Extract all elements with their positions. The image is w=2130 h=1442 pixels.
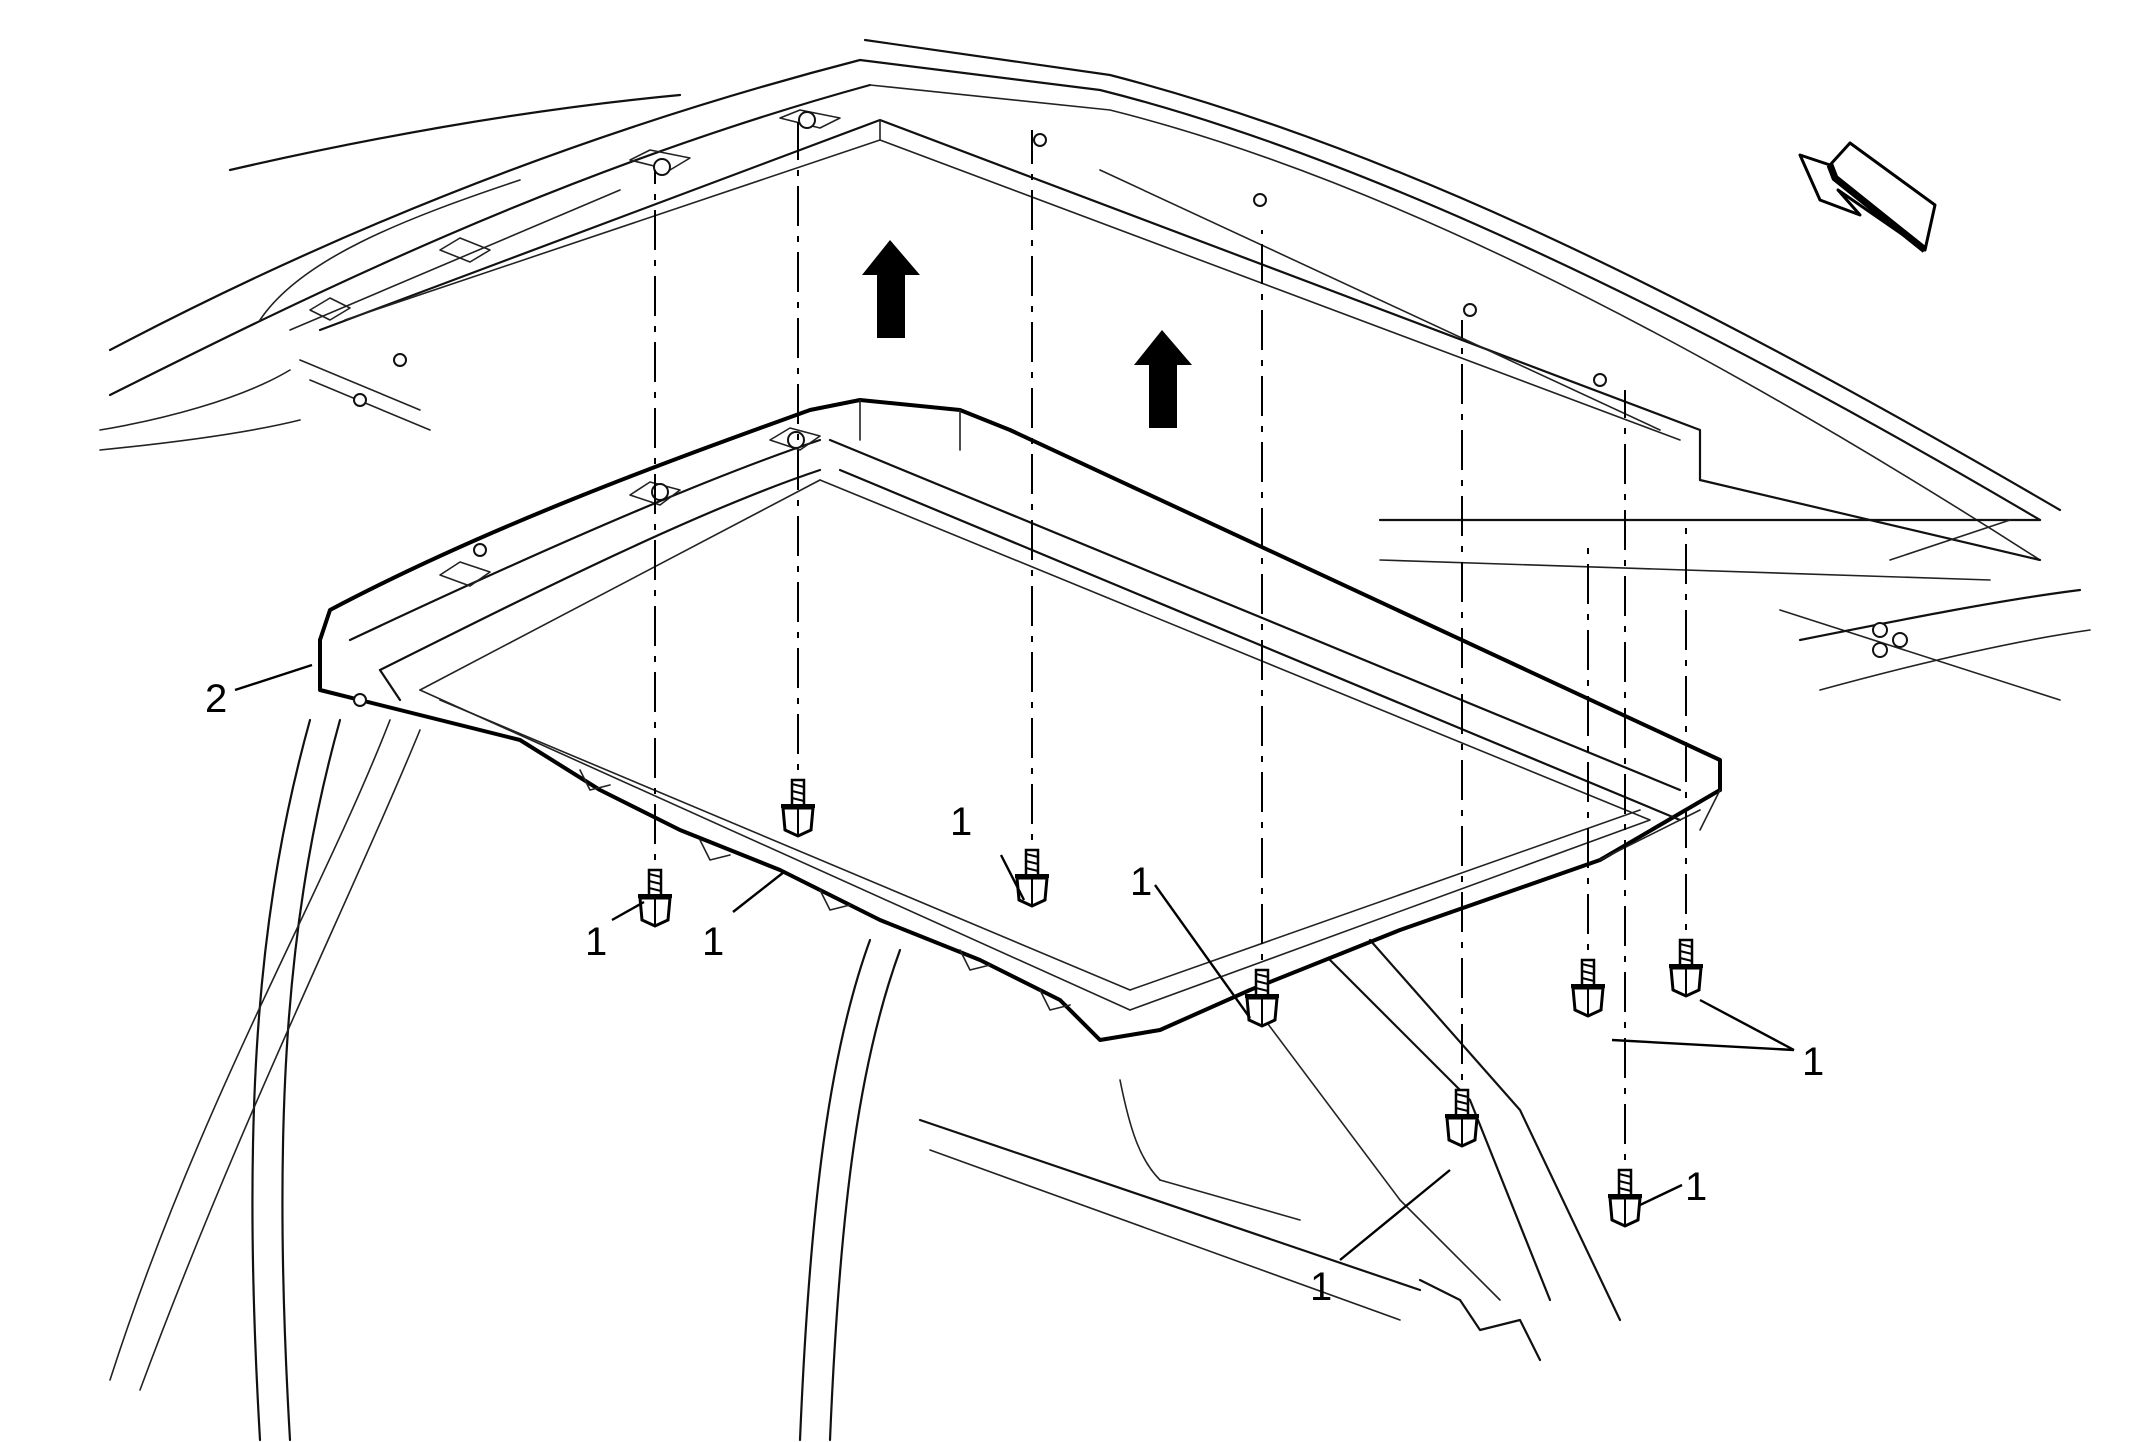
callout-labels: 1 1 1 1 1 1 1 2 [205, 677, 1824, 1309]
roof-panel [99, 38, 2091, 1442]
callout-bolt: 1 [1685, 1165, 1707, 1209]
sunroof-frame [318, 398, 1722, 1042]
up-arrow-icon [862, 240, 920, 338]
callout-bolt: 1 [950, 800, 972, 844]
callout-bolt: 1 [1310, 1265, 1332, 1309]
bolt-icon [1608, 1168, 1642, 1228]
bolt-icon [1445, 1088, 1479, 1148]
callout-bolt: 1 [702, 920, 724, 964]
callout-bolt: 1 [585, 920, 607, 964]
installation-lines [654, 122, 1687, 1210]
callout-bolt: 1 [1802, 1040, 1824, 1084]
bolt-icon [781, 778, 815, 838]
callout-frame: 2 [205, 677, 227, 721]
mounting-holes [353, 111, 1908, 707]
callout-bolt: 1 [1130, 860, 1152, 904]
bolts [638, 778, 1703, 1228]
up-arrow-icon [1134, 330, 1192, 428]
bolt-icon [1015, 848, 1049, 908]
bolt-icon [1669, 938, 1703, 998]
leader-lines [234, 663, 1795, 1261]
bolt-icon [1571, 958, 1605, 1018]
vehicle-front-arrow-icon [1798, 141, 1937, 253]
bolt-icon [638, 868, 672, 928]
